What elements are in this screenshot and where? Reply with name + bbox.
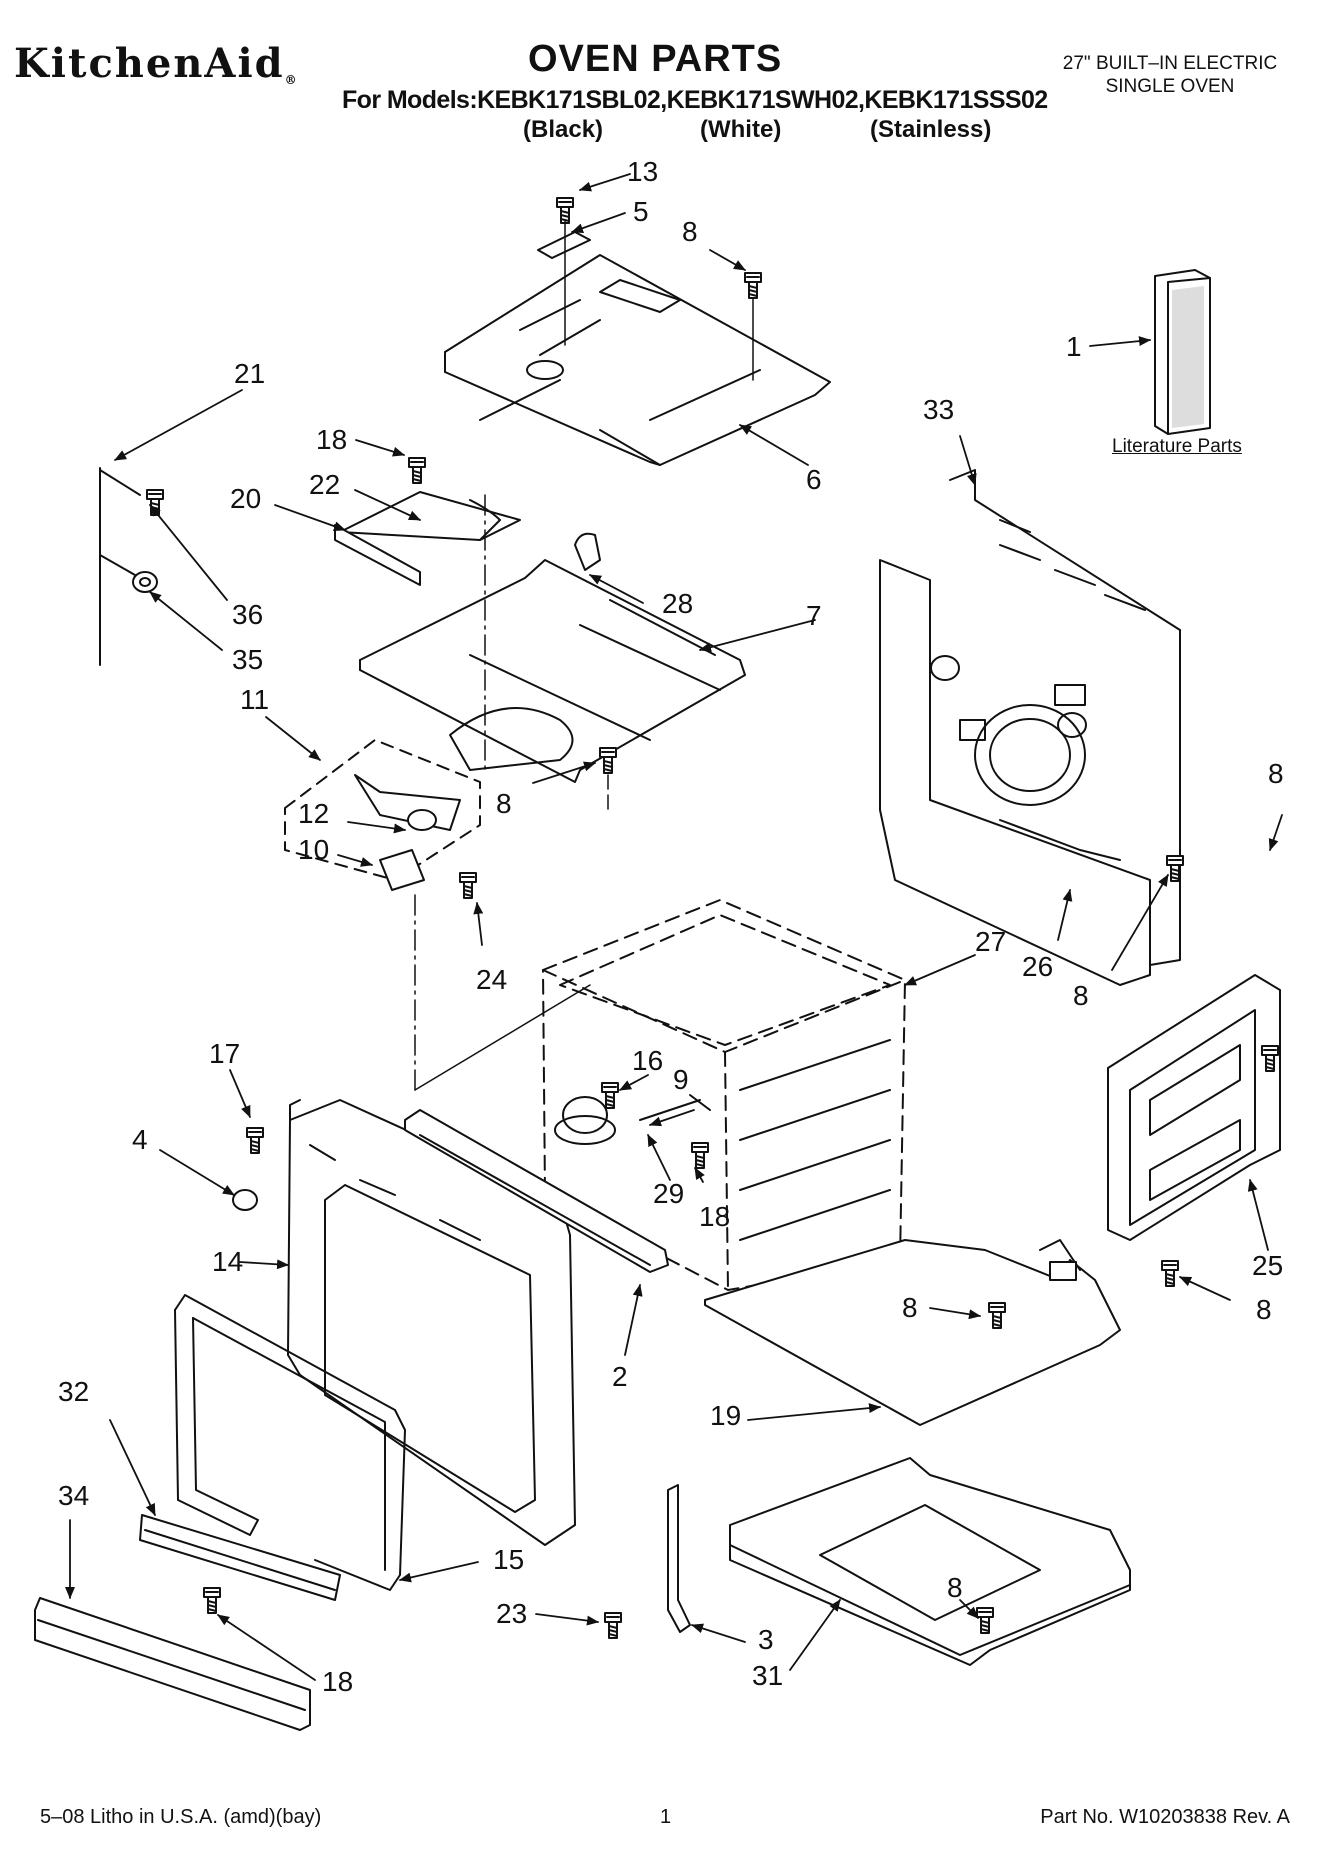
- side-panel: [1107, 974, 1281, 1241]
- callout-8-vent: 8: [496, 788, 512, 819]
- models-line: For Models:KEBK171SBL02,KEBK171SWH02,KEB…: [342, 86, 1048, 114]
- oven-type-line2: SINGLE OVEN: [1105, 76, 1235, 97]
- literature-parts-label: Literature Parts: [1112, 436, 1242, 457]
- callout-17: 17: [209, 1038, 241, 1069]
- callout-14: 14: [212, 1246, 244, 1277]
- callout-10: 10: [298, 834, 330, 865]
- callout-7: 7: [806, 600, 822, 631]
- callout-12: 12: [298, 798, 330, 829]
- callout-8-side: 8: [1256, 1294, 1272, 1325]
- callout-36: 36: [232, 599, 264, 630]
- callout-3: 3: [758, 1624, 774, 1655]
- convection-fan: [554, 1094, 711, 1145]
- door-liner-frame: [287, 1099, 576, 1546]
- callout-31: 31: [752, 1660, 784, 1691]
- rear-panel: [879, 469, 1181, 986]
- callout-19: 19: [710, 1400, 742, 1431]
- brand-name: KitchenAid: [14, 40, 285, 87]
- callout-22: 22: [309, 469, 341, 500]
- callout-9: 9: [673, 1064, 689, 1095]
- oven-type: 27" BUILT–IN ELECTRIC SINGLE OVEN: [1030, 52, 1310, 98]
- color-label-white: (White): [700, 116, 782, 143]
- callout-25: 25: [1252, 1250, 1284, 1281]
- callout-11: 11: [240, 684, 270, 715]
- callout-1: 1: [1066, 331, 1082, 362]
- callout-21: 21: [234, 358, 266, 389]
- callout-20: 20: [230, 483, 262, 514]
- callout-18-lower: 18: [322, 1666, 354, 1697]
- vent-grille: [139, 1514, 341, 1601]
- literature-booklet: [1154, 269, 1211, 435]
- callout-33: 33: [923, 394, 955, 425]
- callout-29: 29: [653, 1178, 685, 1209]
- callout-8-top: 8: [682, 216, 698, 247]
- callout-34: 34: [58, 1480, 90, 1511]
- callout-23: 23: [496, 1598, 528, 1629]
- color-label-stainless: (Stainless): [870, 116, 992, 143]
- callout-8-pan: 8: [947, 1572, 963, 1603]
- brand-logo: KitchenAid®: [14, 40, 297, 87]
- callout-18-upper: 18: [316, 424, 348, 455]
- callout-24: 24: [476, 964, 508, 995]
- callout-18-cavity: 18: [699, 1201, 731, 1232]
- callout-27: 27: [975, 926, 1007, 957]
- footer-part-number: Part No. W10203838 Rev. A: [1040, 1806, 1290, 1828]
- top-cover-plate: [444, 231, 831, 466]
- registered-mark: ®: [284, 73, 297, 87]
- callout-5: 5: [633, 196, 649, 227]
- light-assembly-parts: [354, 774, 461, 891]
- callout-6: 6: [806, 464, 822, 495]
- leader-arrows: [65, 173, 1283, 1681]
- upper-vent-plate: [334, 491, 746, 783]
- hinge-bracket: [667, 1484, 691, 1633]
- callout-15: 15: [493, 1544, 525, 1575]
- bottom-pan: [729, 1457, 1131, 1666]
- page-title: OVEN PARTS: [528, 38, 783, 80]
- footer-print-info: 5–08 Litho in U.S.A. (amd)(bay): [40, 1806, 322, 1828]
- footer-page-number: 1: [660, 1806, 672, 1828]
- guide-lines: [414, 219, 754, 1091]
- callout-8-bottom: 8: [902, 1292, 918, 1323]
- door-gasket: [174, 1294, 406, 1591]
- bottom-plate: [704, 1239, 1121, 1426]
- light-assembly-box: [284, 739, 481, 881]
- callout-16: 16: [632, 1045, 664, 1076]
- callout-13: 13: [627, 156, 659, 187]
- bottom-trim: [34, 1597, 311, 1731]
- toe-kick-strip: [404, 1109, 669, 1273]
- callout-28: 28: [662, 588, 694, 619]
- color-label-black: (Black): [523, 116, 604, 143]
- callout-2: 2: [612, 1361, 628, 1392]
- callout-26: 26: [1022, 951, 1054, 982]
- side-insulation-strip: [99, 467, 158, 666]
- callout-4: 4: [132, 1124, 148, 1155]
- callout-8-rear: 8: [1073, 980, 1089, 1011]
- cavity-racks: [739, 1039, 891, 1241]
- callout-32: 32: [58, 1376, 90, 1407]
- callout-8-right: 8: [1268, 758, 1284, 789]
- callout-35: 35: [232, 644, 264, 675]
- oven-type-line1: 27" BUILT–IN ELECTRIC: [1062, 53, 1278, 74]
